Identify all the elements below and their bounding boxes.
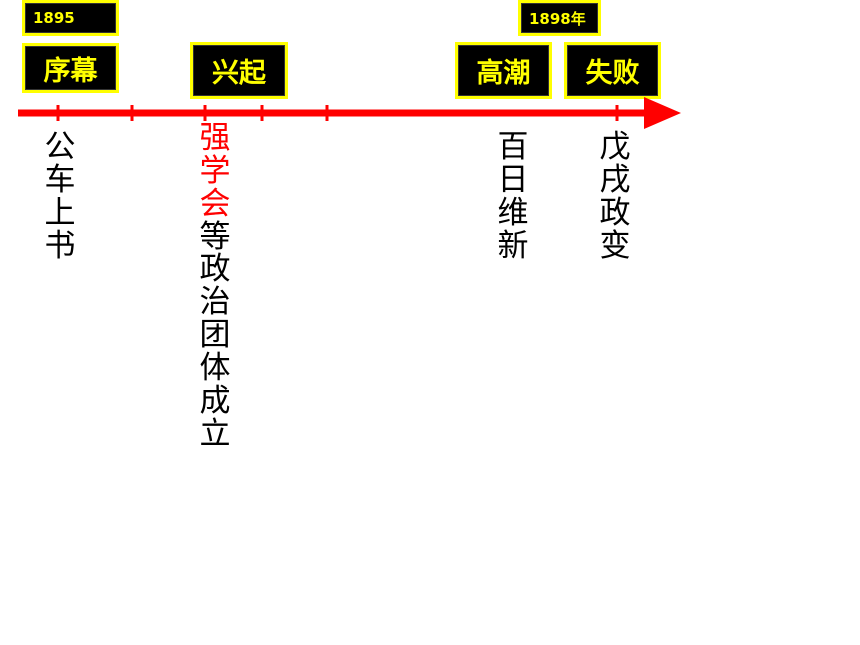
event-char: 变 bbox=[599, 227, 631, 264]
event-char: 戌 bbox=[599, 161, 631, 198]
event-bairi-weixin: 百 日 维 新 bbox=[496, 131, 530, 262]
event-char: 书 bbox=[44, 227, 76, 264]
stage-box-rise: 兴起 bbox=[190, 42, 288, 99]
event-char: 治 bbox=[199, 284, 231, 321]
event-char: 立 bbox=[199, 415, 231, 452]
event-char: 维 bbox=[497, 194, 529, 231]
event-char: 戊 bbox=[599, 129, 631, 165]
event-char: 政 bbox=[199, 251, 231, 288]
event-char-highlight: 学 bbox=[199, 152, 231, 189]
event-char: 等 bbox=[199, 218, 231, 255]
year-label-1895: 1895 bbox=[22, 0, 119, 36]
event-char: 体 bbox=[199, 350, 231, 387]
event-qiangxuehui: 强 学 会 等 政 治 团 体 成 立 bbox=[198, 122, 232, 451]
stage-box-prelude: 序幕 bbox=[22, 43, 119, 93]
event-char: 日 bbox=[497, 161, 529, 198]
event-char: 成 bbox=[199, 382, 231, 419]
event-char: 车 bbox=[44, 161, 76, 198]
event-gongche-shangshu: 公 车 上 书 bbox=[43, 131, 77, 262]
event-char-highlight: 强 bbox=[199, 120, 231, 156]
event-char: 新 bbox=[497, 227, 529, 264]
year-label-1898: 1898年 bbox=[518, 0, 601, 36]
event-char: 政 bbox=[599, 194, 631, 231]
event-wuxu-zhengbian: 戊 戌 政 变 bbox=[598, 131, 632, 262]
timeline-arrowhead bbox=[644, 97, 681, 129]
event-char: 公 bbox=[44, 129, 76, 165]
stage-box-climax: 高潮 bbox=[455, 42, 552, 99]
event-char: 团 bbox=[199, 317, 231, 354]
event-char: 上 bbox=[44, 194, 76, 231]
stage-box-failure: 失败 bbox=[564, 42, 661, 99]
event-char-highlight: 会 bbox=[199, 185, 231, 222]
event-char: 百 bbox=[497, 129, 529, 165]
